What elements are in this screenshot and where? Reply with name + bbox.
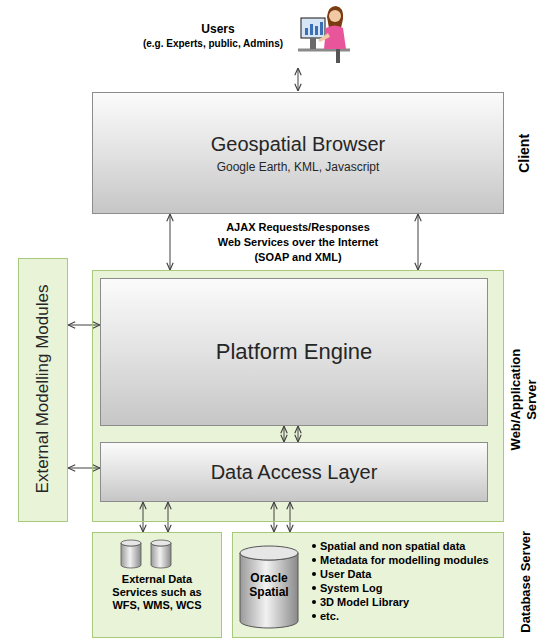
user-icon <box>298 6 350 63</box>
protocol-label: Web Services over the Internet <box>178 236 418 249</box>
database-fill <box>232 532 504 638</box>
tier-label: Database Server <box>518 522 534 641</box>
external-data-box: External Data Services such as WFS, WMS,… <box>92 532 222 638</box>
connector-arrow <box>170 214 171 270</box>
engine-box: Platform Engine <box>100 278 488 426</box>
tier-label: Web/Application Server <box>508 340 539 460</box>
protocol-label: AJAX Requests/Responses <box>178 221 418 234</box>
database-box: Oracle Spatial Spatial and non spatial da… <box>232 532 504 638</box>
bullet-item: Metadata for modelling modules <box>311 553 489 567</box>
bullet-item: 3D Model Library <box>311 595 409 609</box>
box-title: External Modelling Modules <box>33 264 53 514</box>
database-cylinder <box>240 546 298 628</box>
server-band: Web/Application ServerPlatform EngineDat… <box>92 270 504 522</box>
bullet-item: Spatial and non spatial data <box>311 539 465 553</box>
connector-arrow <box>68 325 100 326</box>
connector-arrow <box>298 426 299 442</box>
modules-box: External Modelling Modules <box>18 258 68 522</box>
connector-arrow <box>274 502 275 532</box>
bullet-item: User Data <box>311 567 371 581</box>
protocol-label: (SOAP and XML) <box>178 251 418 264</box>
database-name: Oracle Spatial <box>240 571 298 599</box>
connector-arrow <box>143 502 144 532</box>
title-text: Geospatial Browser <box>211 132 386 156</box>
server-band-fill <box>92 270 504 522</box>
modules-fill <box>18 258 68 522</box>
box-title: Data Access Layer <box>211 460 378 484</box>
data-access-box: Data Access Layer <box>100 442 488 502</box>
tier-label: Client <box>516 113 533 193</box>
client-box: Geospatial BrowserGoogle Earth, KML, Jav… <box>92 92 504 214</box>
bullet-item: etc. <box>311 609 339 623</box>
connector-arrow <box>284 426 285 442</box>
user-label: (e.g. Experts, public, Admins) <box>128 38 298 50</box>
user-label: Users <box>138 22 298 36</box>
box-title: Platform Engine <box>216 339 373 365</box>
bullet-item: System Log <box>311 581 382 595</box>
subtitle-text: Google Earth, KML, Javascript <box>217 160 380 174</box>
external-data-cylinders <box>121 540 171 568</box>
connector-arrow <box>290 502 291 532</box>
box-text: External Data Services such as WFS, WMS,… <box>93 533 221 612</box>
user-arrow <box>298 68 299 91</box>
external-data-fill <box>92 532 222 638</box>
connector-arrow <box>68 468 100 469</box>
connector-arrow <box>168 502 169 532</box>
connector-arrow <box>418 214 419 270</box>
